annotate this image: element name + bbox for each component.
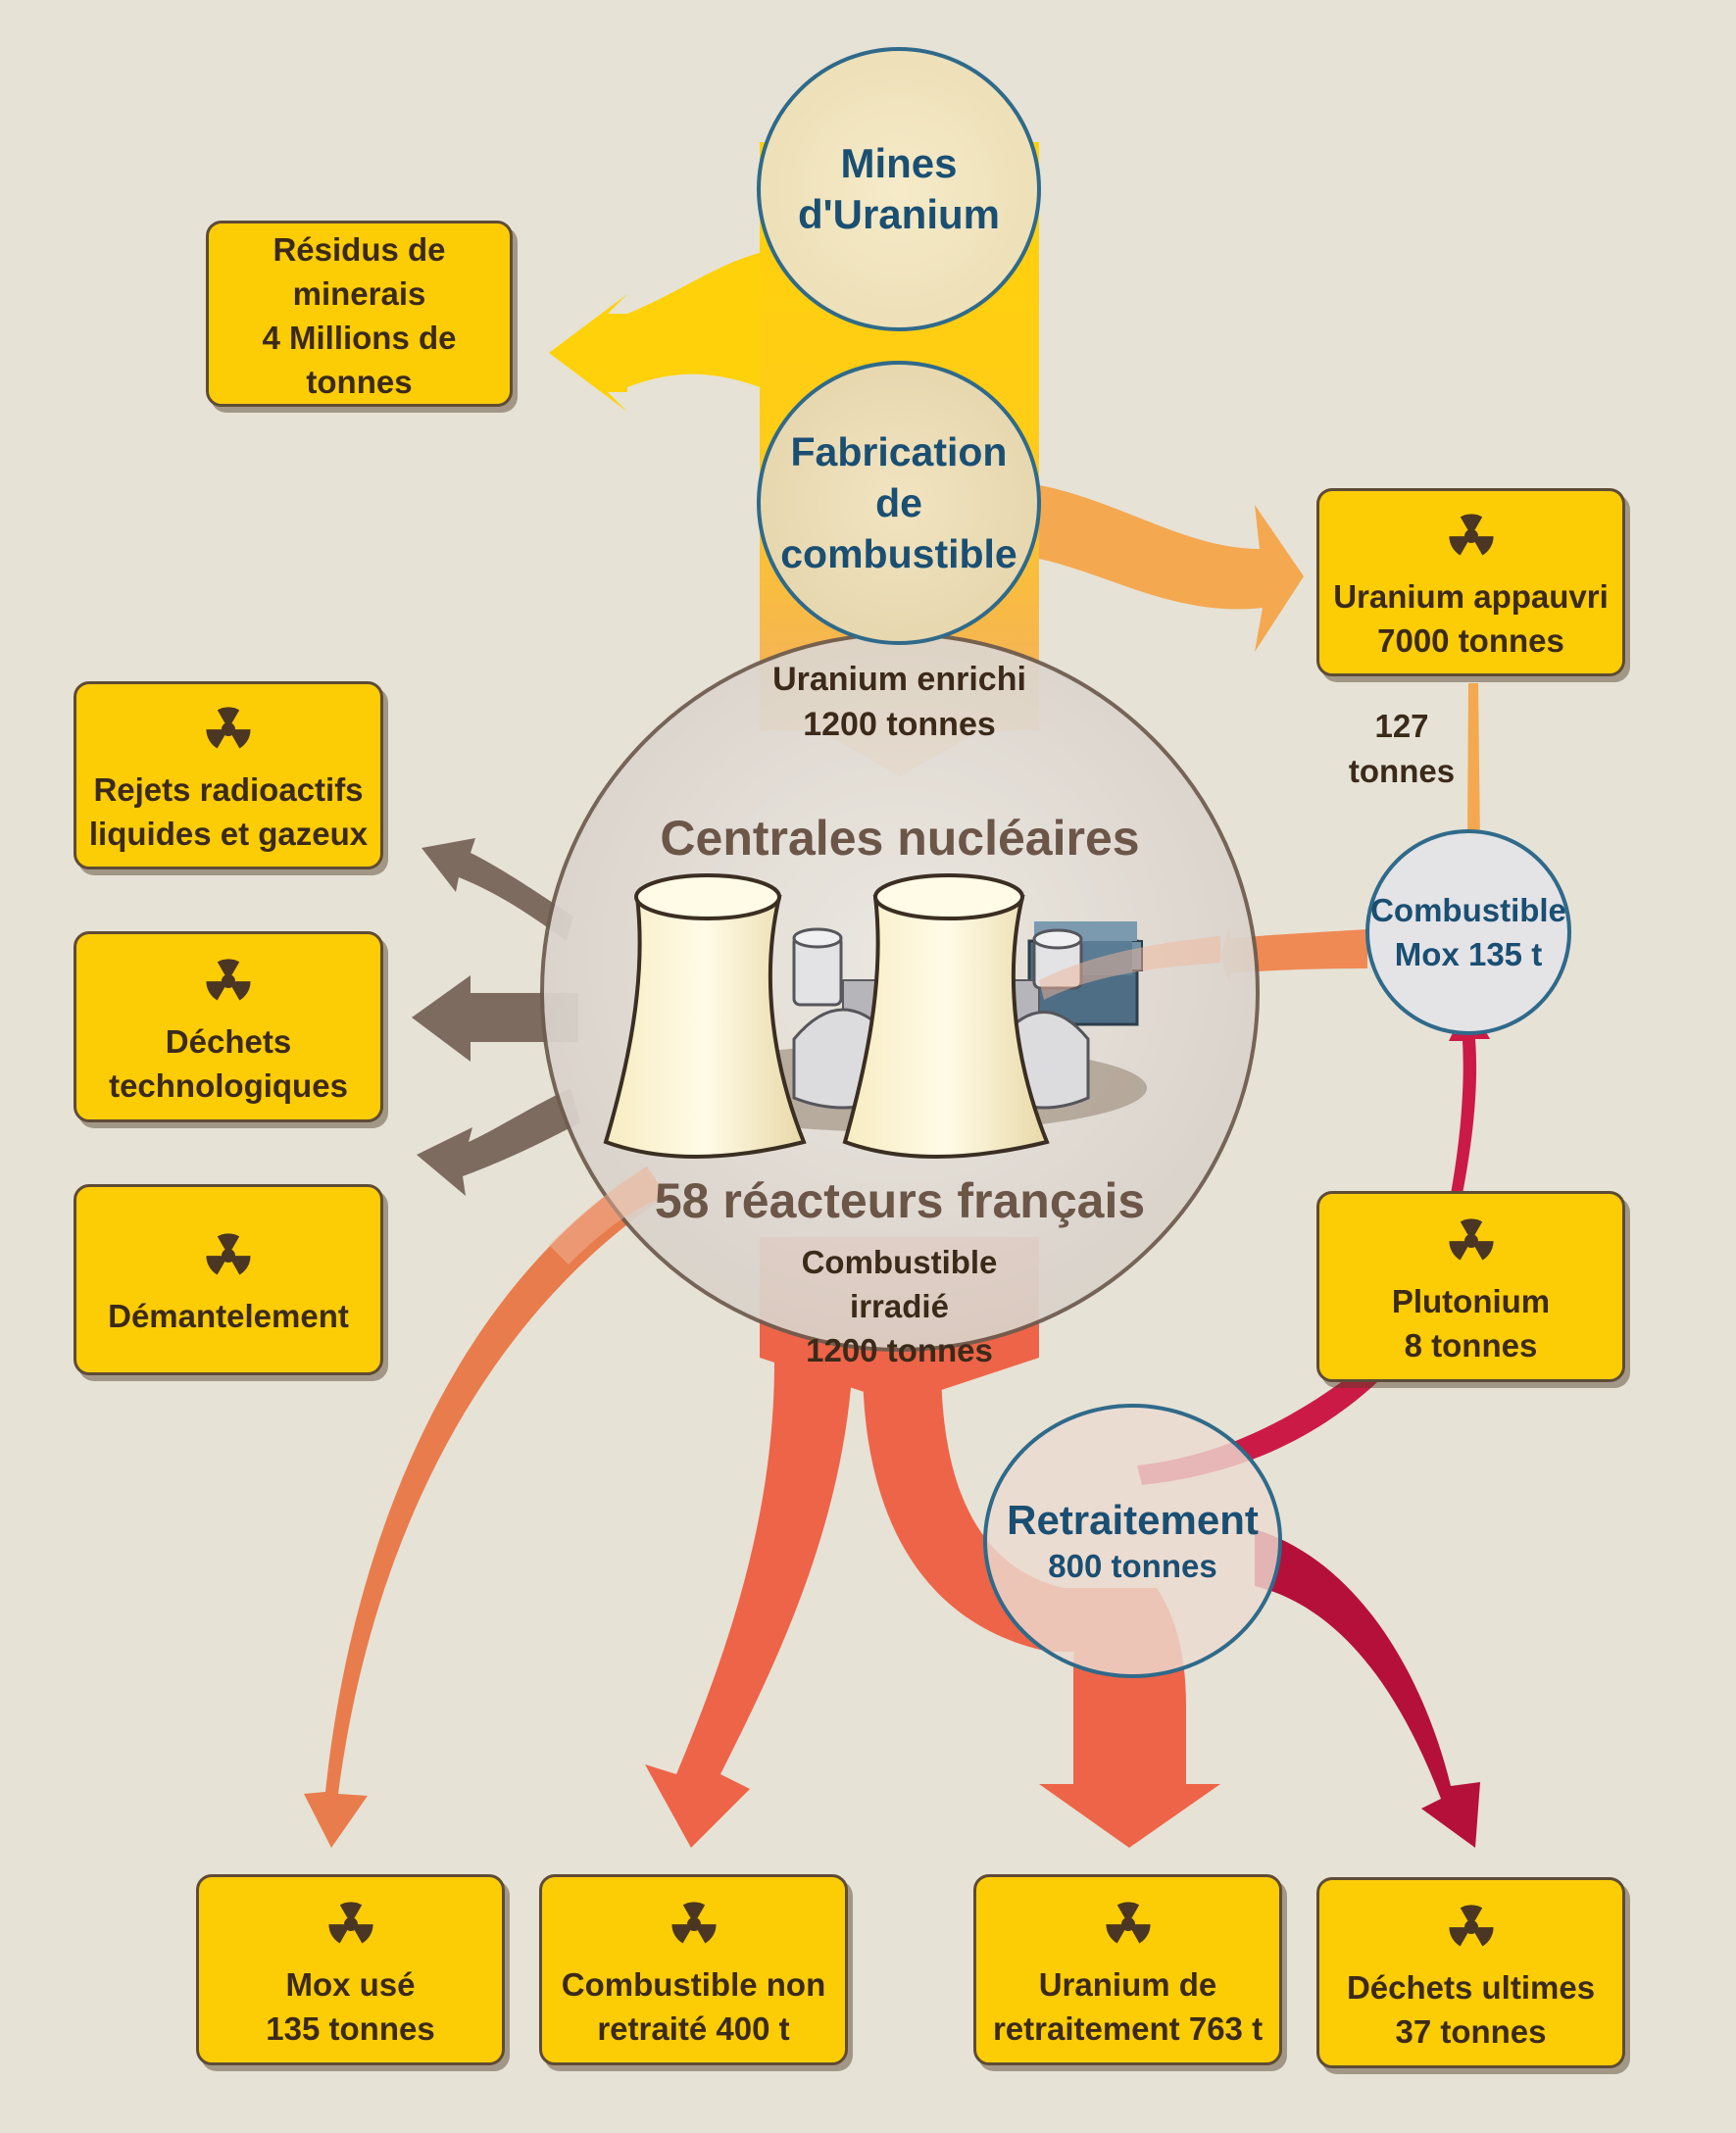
radiation-icon [327,1901,373,1943]
radiation-icon [206,958,251,1000]
box-depleted: Uranium appauvri 7000 tonnes [1316,488,1625,676]
radiation-icon [206,707,251,749]
arrow-to-depleted [1039,485,1304,652]
plant-illustration [603,873,1147,1159]
reprocessed-uranium-label: Uranium de retraitement 763 t [992,1965,1264,2047]
box-final-waste: Déchets ultimes 37 tonnes [1316,1877,1625,2068]
radiation-icon [1448,1217,1494,1260]
depleted-to-mox-label: 127 tonnes [1348,708,1456,789]
plant-title: Centrales nucléaires [660,811,1140,866]
used-mox-label: Mox usé 135 tonnes [266,1965,435,2047]
reprocessing-amount: 800 tonnes [1048,1548,1217,1584]
cooling-tower-2 [842,895,1050,1159]
reprocessing-title: Retraitement [1007,1497,1259,1543]
mines-circle: Mines d'Uranium [757,47,1041,331]
flow-plutonium-to-mox-up [1449,1000,1490,1194]
box-reprocessed-uranium: Uranium de retraitement 763 t [973,1874,1282,2065]
box-tech-waste: Déchets technologiques [74,931,383,1122]
dismantling-label: Démantelement [108,1298,349,1334]
box-dismantling: Démantelement [74,1184,383,1375]
radiation-icon [1448,514,1494,556]
fabrication-label: Fabrication de combustible [780,429,1017,576]
radiation-icon [670,1901,717,1943]
releases-label: Rejets radioactifs liquides et gazeux [88,771,369,852]
fabrication-circle: Fabrication de combustible [757,361,1041,645]
box-plutonium: Plutonium 8 tonnes [1316,1191,1625,1382]
flow-to-reprocessing [863,1363,1108,1652]
mines-label: Mines d'Uranium [797,140,1000,237]
mox-label: Combustible Mox 135 t [1370,892,1566,972]
depleted-label: Uranium appauvri 7000 tonnes [1333,578,1609,659]
flow-to-unprocessed [645,1363,853,1848]
tech-waste-label: Déchets technologiques [109,1022,348,1104]
box-used-mox: Mox usé 135 tonnes [196,1874,505,2065]
residues-label: Résidus de minerais 4 Millions de tonnes [262,231,457,400]
arrow-to-residues [549,253,760,412]
unprocessed-label: Combustible non retraité 400 t [561,1965,826,2047]
plant-subtitle: 58 réacteurs français [654,1173,1146,1228]
box-releases: Rejets radioactifs liquides et gazeux [74,681,383,869]
flow-to-final-waste [1255,1529,1480,1848]
reprocessing-circle: Retraitement 800 tonnes [983,1404,1282,1678]
cooling-tower-1 [603,895,807,1159]
enriched-label: Uranium enrichi 1200 tonnes [772,661,1026,743]
arrow-to-dismantling [417,1088,580,1196]
arrow-to-releases [422,838,573,941]
irradiated-label: Combustible irradié 1200 tonnes [801,1244,998,1368]
box-residues: Résidus de minerais 4 Millions de tonnes [206,221,513,407]
box-unprocessed: Combustible non retraité 400 t [539,1874,848,2065]
arrow-to-tech-waste-head [412,975,471,1062]
brown-arrows [412,838,580,1196]
flow-depleted-to-mox [1454,683,1495,877]
mox-flow-overlay [1039,936,1220,1000]
radiation-icon [1448,1904,1494,1946]
final-waste-label: Déchets ultimes 37 tonnes [1346,1968,1596,2050]
radiation-icon [206,1233,251,1275]
radiation-icon [1105,1901,1151,1943]
plutonium-label: Plutonium 8 tonnes [1391,1282,1551,1364]
mox-circle: Combustible Mox 135 t [1365,829,1571,1035]
used-mox-overlay [549,1166,667,1265]
